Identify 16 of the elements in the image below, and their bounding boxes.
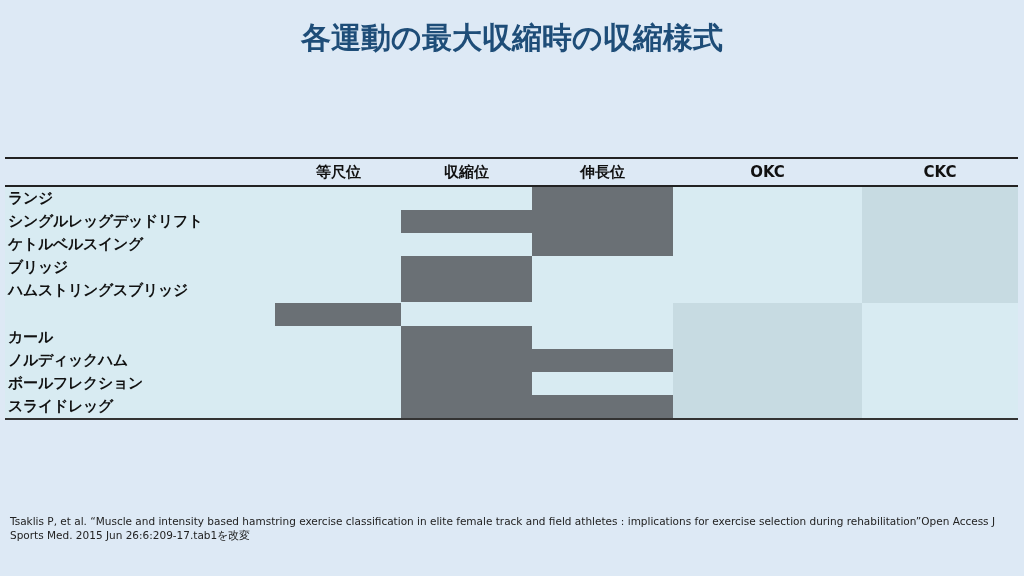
column-header: CKC	[922, 162, 958, 183]
column-header: 収縮位	[443, 162, 490, 183]
row-header: ブリッジ	[8, 258, 68, 278]
column-header: OKC	[749, 162, 786, 183]
row-header: カール	[8, 327, 53, 347]
column-header: 伸長位	[578, 162, 626, 183]
column-header: 等尺位	[314, 162, 362, 183]
row-header: スライドレッグ	[8, 396, 113, 416]
citation-text: Tsaklis P, et al. “Muscle and intensity based hamstring exercise classification in elite female track and field athletes : implications for exercise selection during rehabilitation”Open Access J Sports Med. 2015 Jun 26:6:209-17.tab1を改変	[10, 514, 997, 542]
row-header: シングルレッグデッドリフト	[8, 212, 203, 232]
row-header: ランジ	[8, 189, 53, 208]
row-header: ボールフレクション	[8, 373, 143, 393]
row-header: ハムストリングスブリッジ	[8, 281, 188, 301]
title: 各運動の最大収縮時の収縮様式	[300, 19, 724, 57]
row-header: ノルディックハム	[8, 350, 128, 370]
row-header: ケトルベルスイング	[8, 235, 143, 255]
